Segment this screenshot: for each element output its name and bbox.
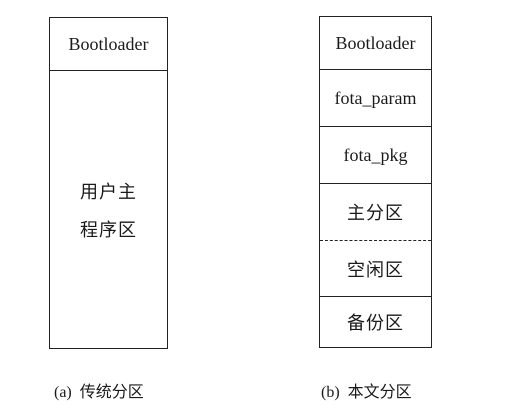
user-app-label-line1: 用户主	[80, 181, 137, 203]
main-partition-region: 主分区	[320, 183, 431, 240]
bootloader-label: Bootloader	[335, 32, 416, 53]
fota-pkg-region: fota_pkg	[320, 126, 431, 183]
bootloader-region: Bootloader	[320, 17, 431, 69]
caption-proposed-text: 本文分区	[347, 382, 412, 401]
main-partition-label: 主分区	[347, 203, 404, 224]
bootloader-region: Bootloader	[50, 18, 167, 70]
backup-partition-label: 备份区	[347, 313, 404, 334]
user-app-label-line2: 程序区	[80, 219, 137, 241]
fota-param-region: fota_param	[320, 69, 431, 126]
backup-partition-region: 备份区	[320, 296, 431, 347]
bootloader-label: Bootloader	[68, 33, 149, 54]
caption-traditional-tag: (a)	[54, 384, 72, 401]
user-app-region: 用户主 程序区	[50, 70, 167, 348]
caption-traditional-text: 传统分区	[79, 382, 144, 401]
proposed-partition-diagram: Bootloader fota_param fota_pkg 主分区 空闲区 备…	[319, 16, 432, 348]
fota-pkg-label: fota_pkg	[343, 144, 408, 165]
caption-proposed-tag: (b)	[321, 384, 340, 401]
idle-partition-label: 空闲区	[347, 259, 404, 281]
idle-partition-region: 空闲区	[320, 240, 431, 296]
caption-proposed: (b) 本文分区	[321, 378, 412, 402]
caption-traditional: (a) 传统分区	[54, 378, 144, 402]
fota-param-label: fota_param	[334, 87, 417, 108]
traditional-partition-diagram: Bootloader 用户主 程序区	[49, 17, 168, 349]
